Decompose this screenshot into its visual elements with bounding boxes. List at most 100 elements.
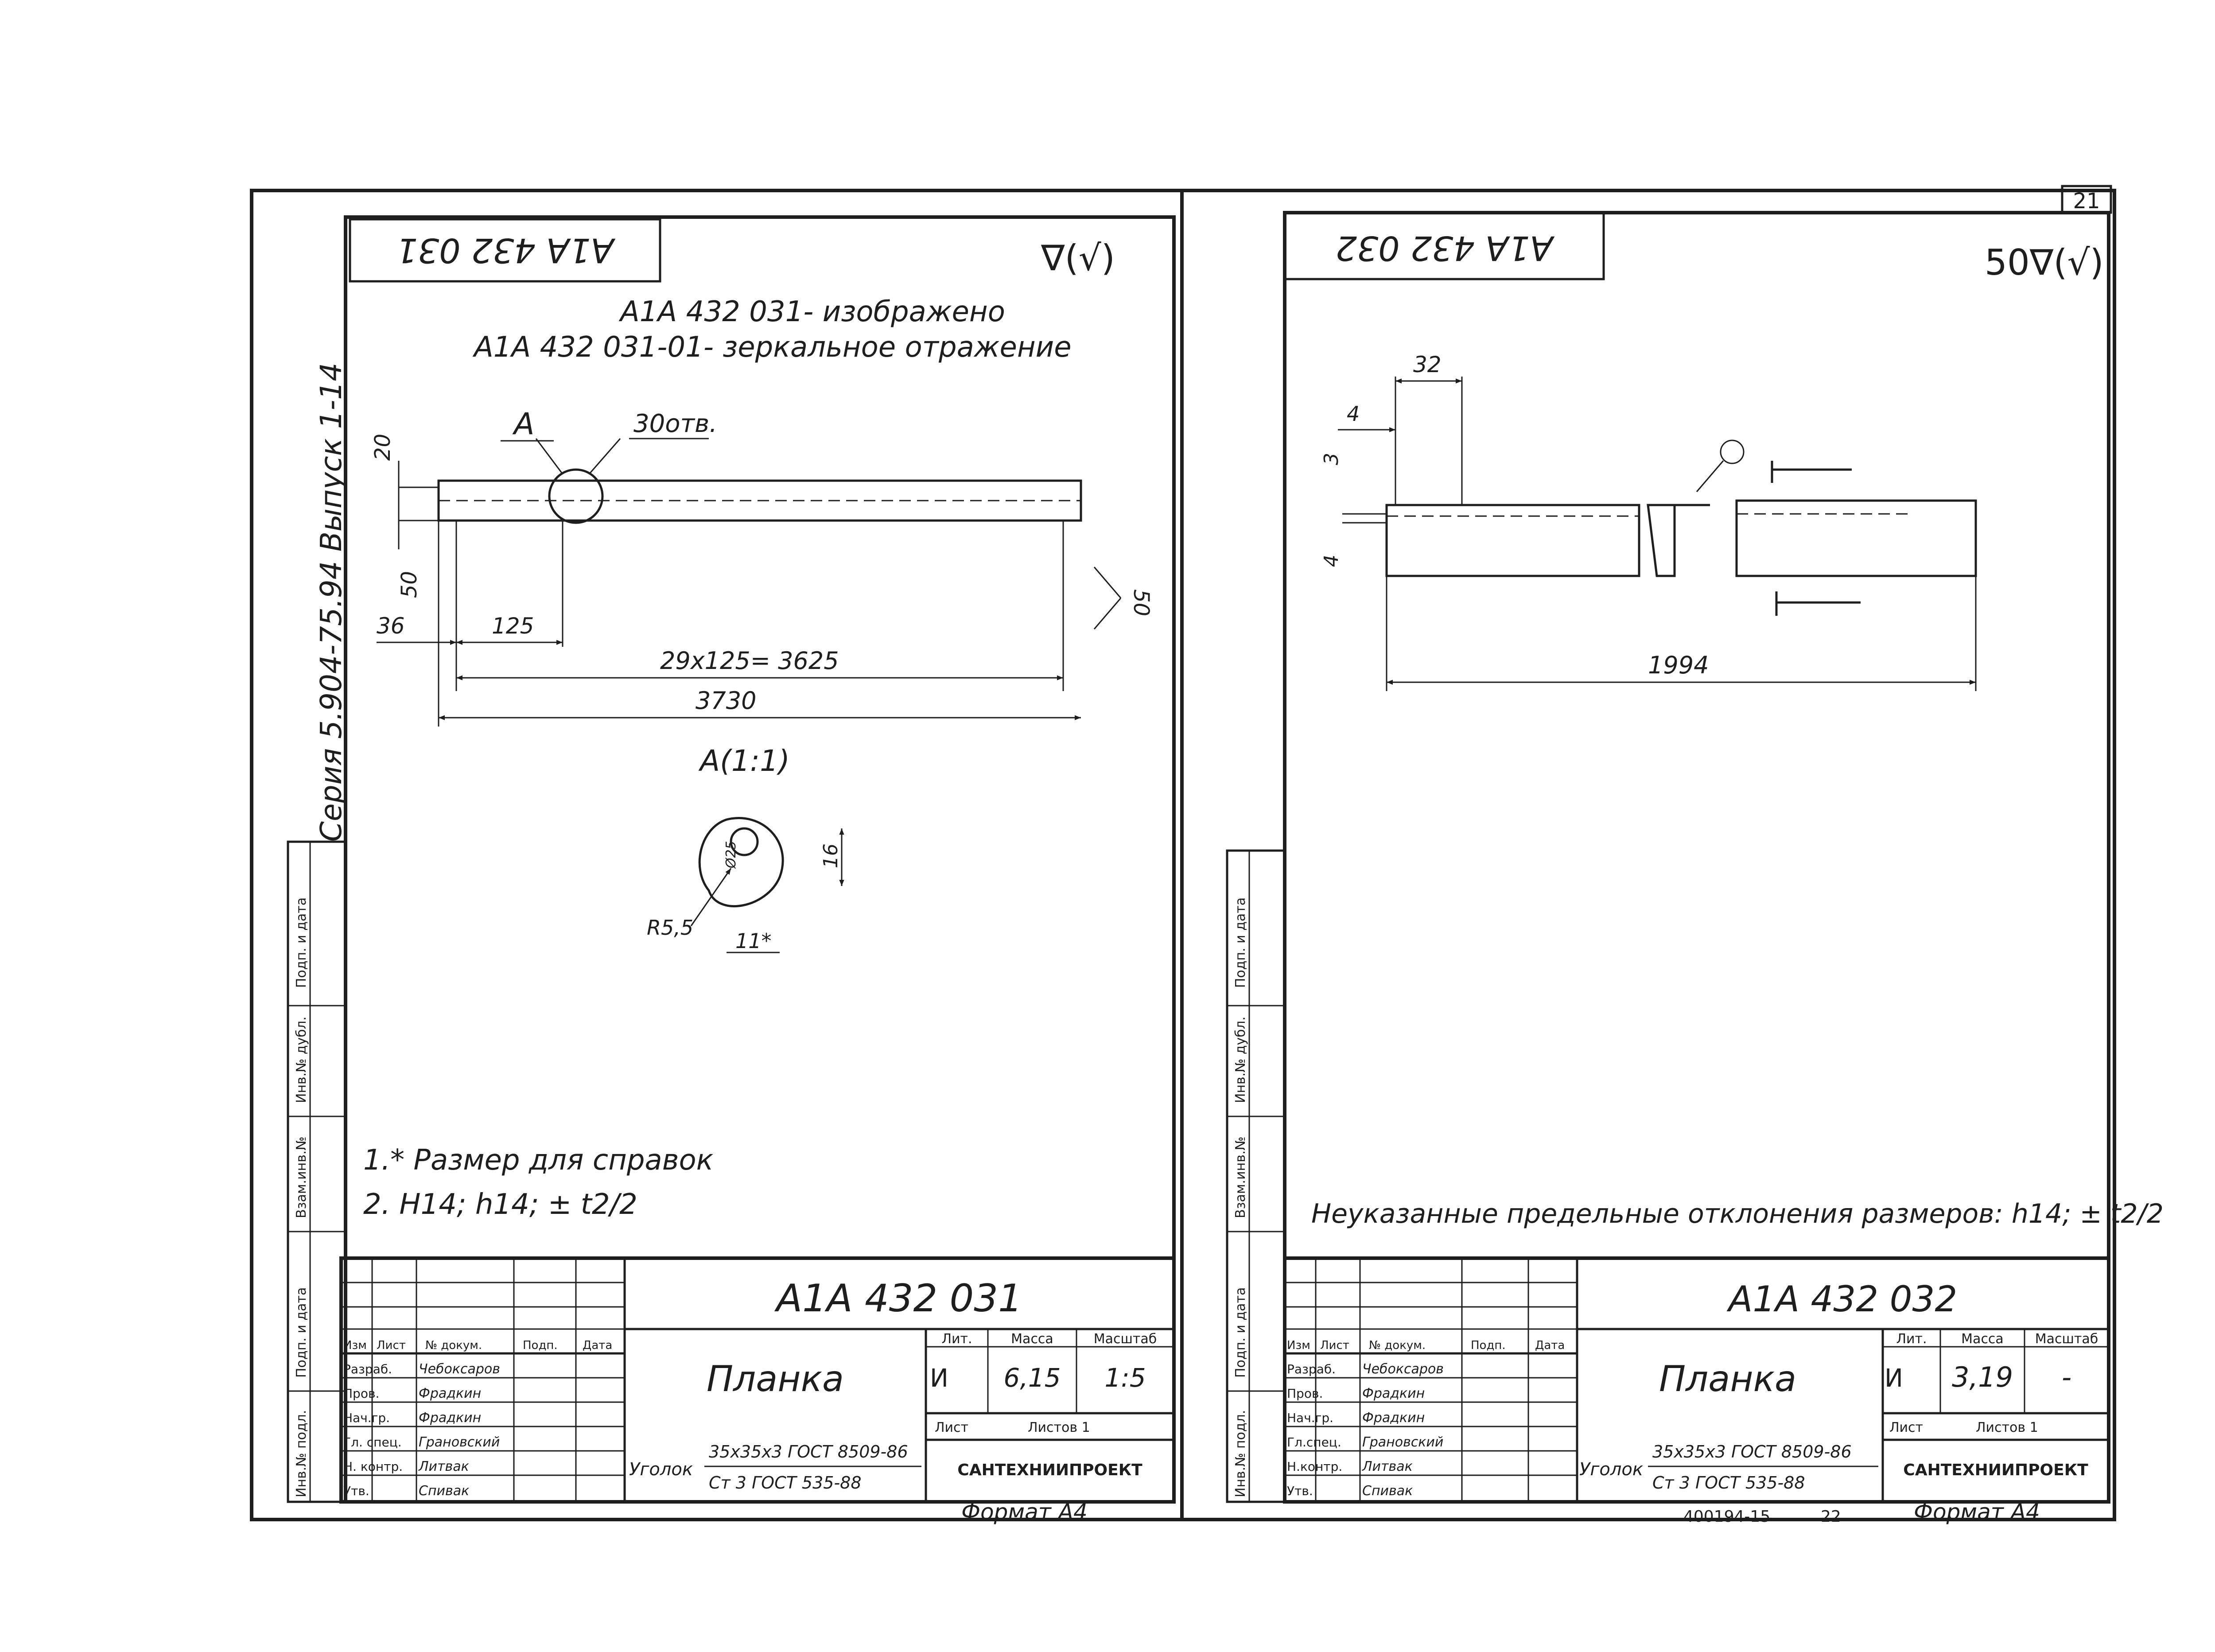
- left-stamp-code: А1А 432 031: [396, 231, 616, 270]
- label-a: А: [512, 407, 535, 442]
- left-col-sign: Подп.: [523, 1339, 558, 1352]
- right-album-code: 400194-15: [1683, 1508, 1770, 1526]
- dim-11: 11*: [735, 929, 772, 953]
- right-role-5: Н.контр.: [1287, 1459, 1342, 1474]
- left-part-drawing: А 30отв. 20 50 50 36 125 29х125= 3625 37…: [370, 407, 1154, 727]
- right-role-4: Гл.спец.: [1287, 1435, 1341, 1450]
- detail-view-a: А(1:1) 16 R5,5 11* Ø25: [647, 744, 844, 953]
- right-name-1: Чебоксаров: [1362, 1361, 1444, 1377]
- left-side-stamp: Подп. и дата Инв.№ дубл. Взам.инв.№ Подп…: [287, 840, 347, 1503]
- left-role-5: Н. контр.: [343, 1459, 403, 1474]
- left-note-2: 2. Н14; h14; ± t2/2: [363, 1188, 637, 1221]
- right-side-label-5: Инв.№ подл.: [1233, 1410, 1248, 1497]
- right-name-6: Спивак: [1362, 1483, 1413, 1499]
- left-sheet: А1А 432 031 ∇(√) А1А 432 031- изображено…: [339, 215, 1176, 1525]
- left-sheets-label: Листов 1: [1028, 1420, 1090, 1435]
- right-side-label-1: Подп. и дата: [1233, 898, 1248, 988]
- left-name-4: Грановский: [419, 1434, 500, 1450]
- right-scale-value: -: [2062, 1361, 2071, 1393]
- left-material-line-2: Ст 3 ГОСТ 535-88: [709, 1473, 862, 1493]
- right-title-name: Планка: [1659, 1358, 1796, 1399]
- right-dim-4-top: 4: [1347, 402, 1360, 426]
- left-mass-label: Масса: [1011, 1331, 1053, 1347]
- dim-36: 36: [377, 613, 405, 639]
- left-title-name: Планка: [707, 1358, 844, 1399]
- left-side-label-1: Подп. и дата: [294, 898, 309, 988]
- right-dim-4-left: 4: [1320, 555, 1343, 567]
- left-name-6: Спивак: [419, 1483, 469, 1499]
- right-org: САНТЕХНИИПРОЕКТ: [1903, 1461, 2088, 1479]
- left-col-izm: Изм: [343, 1339, 367, 1352]
- dim-50-right: 50: [1129, 589, 1154, 616]
- label-holes: 30отв.: [633, 409, 717, 438]
- right-name-4: Грановский: [1362, 1434, 1443, 1450]
- left-stamp-box: [349, 218, 661, 283]
- right-col-izm: Изм: [1287, 1339, 1310, 1352]
- view-a-label: А(1:1): [698, 744, 790, 778]
- left-role-3: Нач.гр.: [343, 1411, 390, 1425]
- right-lit-value: И: [1885, 1364, 1903, 1393]
- right-mass-label: Масса: [1961, 1331, 2004, 1347]
- left-material-prefix: Уголок: [629, 1459, 693, 1480]
- right-page-num: 22: [1821, 1508, 1841, 1526]
- right-stamp-box: [1283, 211, 1605, 280]
- left-format: Формат А4: [961, 1499, 1088, 1525]
- right-role-6: Утв.: [1287, 1484, 1313, 1498]
- left-side-label-3: Взам.инв.№: [294, 1136, 309, 1218]
- right-stamp-code: А1А 432 032: [1336, 229, 1555, 268]
- left-role-1: Разраб.: [343, 1362, 392, 1376]
- left-note-1: 1.* Размер для справок: [363, 1144, 714, 1177]
- dim-20: 20: [370, 434, 395, 461]
- left-side-label-4: Подп. и дата: [294, 1287, 309, 1378]
- right-title-block: Изм Лист № докум. Подп. Дата Разраб. Про…: [1283, 1256, 2110, 1504]
- left-lit-value: И: [930, 1364, 948, 1393]
- left-side-label-2: Инв.№ дубл.: [294, 1016, 309, 1103]
- left-scale-label: Масштаб: [1094, 1331, 1157, 1347]
- left-mass-value: 6,15: [1003, 1363, 1061, 1393]
- left-name-2: Фрадкин: [419, 1386, 481, 1401]
- right-material-line-2: Ст 3 ГОСТ 535-88: [1652, 1473, 1805, 1493]
- left-scale-value: 1:5: [1104, 1363, 1146, 1393]
- left-header-line-1: А1А 432 031- изображено: [618, 295, 1005, 328]
- right-name-2: Фрадкин: [1362, 1386, 1425, 1401]
- right-format: Формат А4: [1914, 1499, 2040, 1525]
- right-col-date: Дата: [1535, 1339, 1565, 1352]
- right-sheets-label: Листов 1: [1976, 1420, 2038, 1435]
- dim-total: 3730: [696, 687, 756, 715]
- right-side-label-3: Взам.инв.№: [1233, 1136, 1248, 1218]
- right-role-1: Разраб.: [1287, 1362, 1336, 1376]
- series-label: Серия 5.904-75.94 Выпуск 1-14: [314, 363, 348, 842]
- left-header-line-2: А1А 432 031-01- зеркальное отражение: [472, 331, 1072, 364]
- left-name-3: Фрадкин: [419, 1410, 481, 1426]
- right-name-3: Фрадкин: [1362, 1410, 1425, 1426]
- right-note: Неуказанные предельные отклонения размер…: [1311, 1198, 2164, 1229]
- dim-r55: R5,5: [647, 916, 693, 940]
- right-dim-3: 3: [1320, 453, 1343, 465]
- right-material-prefix: Уголок: [1579, 1459, 1643, 1480]
- left-col-docnum: № докум.: [425, 1339, 482, 1352]
- right-col-sign: Подп.: [1471, 1339, 1506, 1352]
- right-scale-label: Масштаб: [2035, 1331, 2098, 1347]
- right-material-line-1: 35х35х3 ГОСТ 8509-86: [1652, 1442, 1852, 1462]
- left-roughness-symbol: ∇(√): [1041, 237, 1115, 279]
- left-sheet-label: Лист: [935, 1420, 968, 1435]
- page-number: 21: [2073, 189, 2100, 214]
- left-col-date: Дата: [583, 1339, 612, 1352]
- left-title-block: Изм Лист № докум. Подп. Дата Разраб. Про…: [339, 1256, 1176, 1504]
- right-side-label-2: Инв.№ дубл.: [1233, 1016, 1248, 1103]
- left-role-4: Гл. спец.: [343, 1435, 402, 1450]
- left-name-1: Чебоксаров: [419, 1361, 500, 1377]
- right-col-docnum: № докум.: [1369, 1339, 1426, 1352]
- left-org: САНТЕХНИИПРОЕКТ: [957, 1461, 1142, 1479]
- right-sheet-label: Лист: [1889, 1420, 1923, 1435]
- right-roughness-symbol: 50∇(√): [1985, 242, 2104, 283]
- right-name-5: Литвак: [1362, 1459, 1413, 1474]
- right-col-list: Лист: [1320, 1339, 1349, 1352]
- left-title-code: А1А 432 031: [774, 1276, 1022, 1321]
- dim-d25: Ø25: [723, 841, 739, 869]
- right-lit-label: Лит.: [1896, 1331, 1927, 1347]
- left-role-2: Пров.: [343, 1386, 379, 1401]
- left-side-label-5: Инв.№ подл.: [294, 1410, 309, 1497]
